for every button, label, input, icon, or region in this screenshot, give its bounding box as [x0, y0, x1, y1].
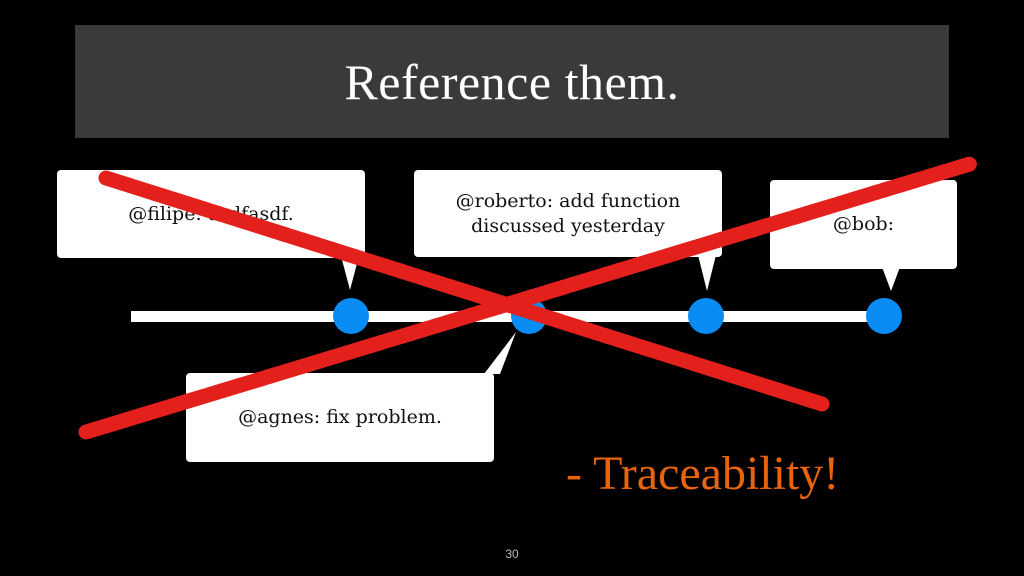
commit-dot-3 [688, 298, 724, 334]
commit-message-roberto: @roberto: add function discussed yesterd… [455, 189, 681, 237]
cross-stroke-1-core [101, 173, 827, 409]
commit-dot-1 [333, 298, 369, 334]
traceability-text: - Traceability! [566, 447, 840, 500]
page-number: 30 [505, 547, 519, 561]
bubble-tail-filipe [341, 256, 359, 290]
commit-dot-4 [866, 298, 902, 334]
cross-stroke-2-core [81, 159, 975, 437]
bubble-tail-roberto [698, 255, 716, 291]
bubble-tail-agnes [484, 332, 516, 374]
commit-bubble-roberto: @roberto: add function discussed yesterd… [414, 170, 722, 257]
timeline-line [131, 311, 884, 322]
title-bar: Reference them. [75, 25, 949, 138]
commit-message-agnes: @agnes: fix problem. [238, 406, 442, 429]
commit-message-bob: @bob: [832, 213, 895, 236]
bubble-tail-bob [882, 267, 900, 291]
slide-title: Reference them. [344, 53, 680, 110]
